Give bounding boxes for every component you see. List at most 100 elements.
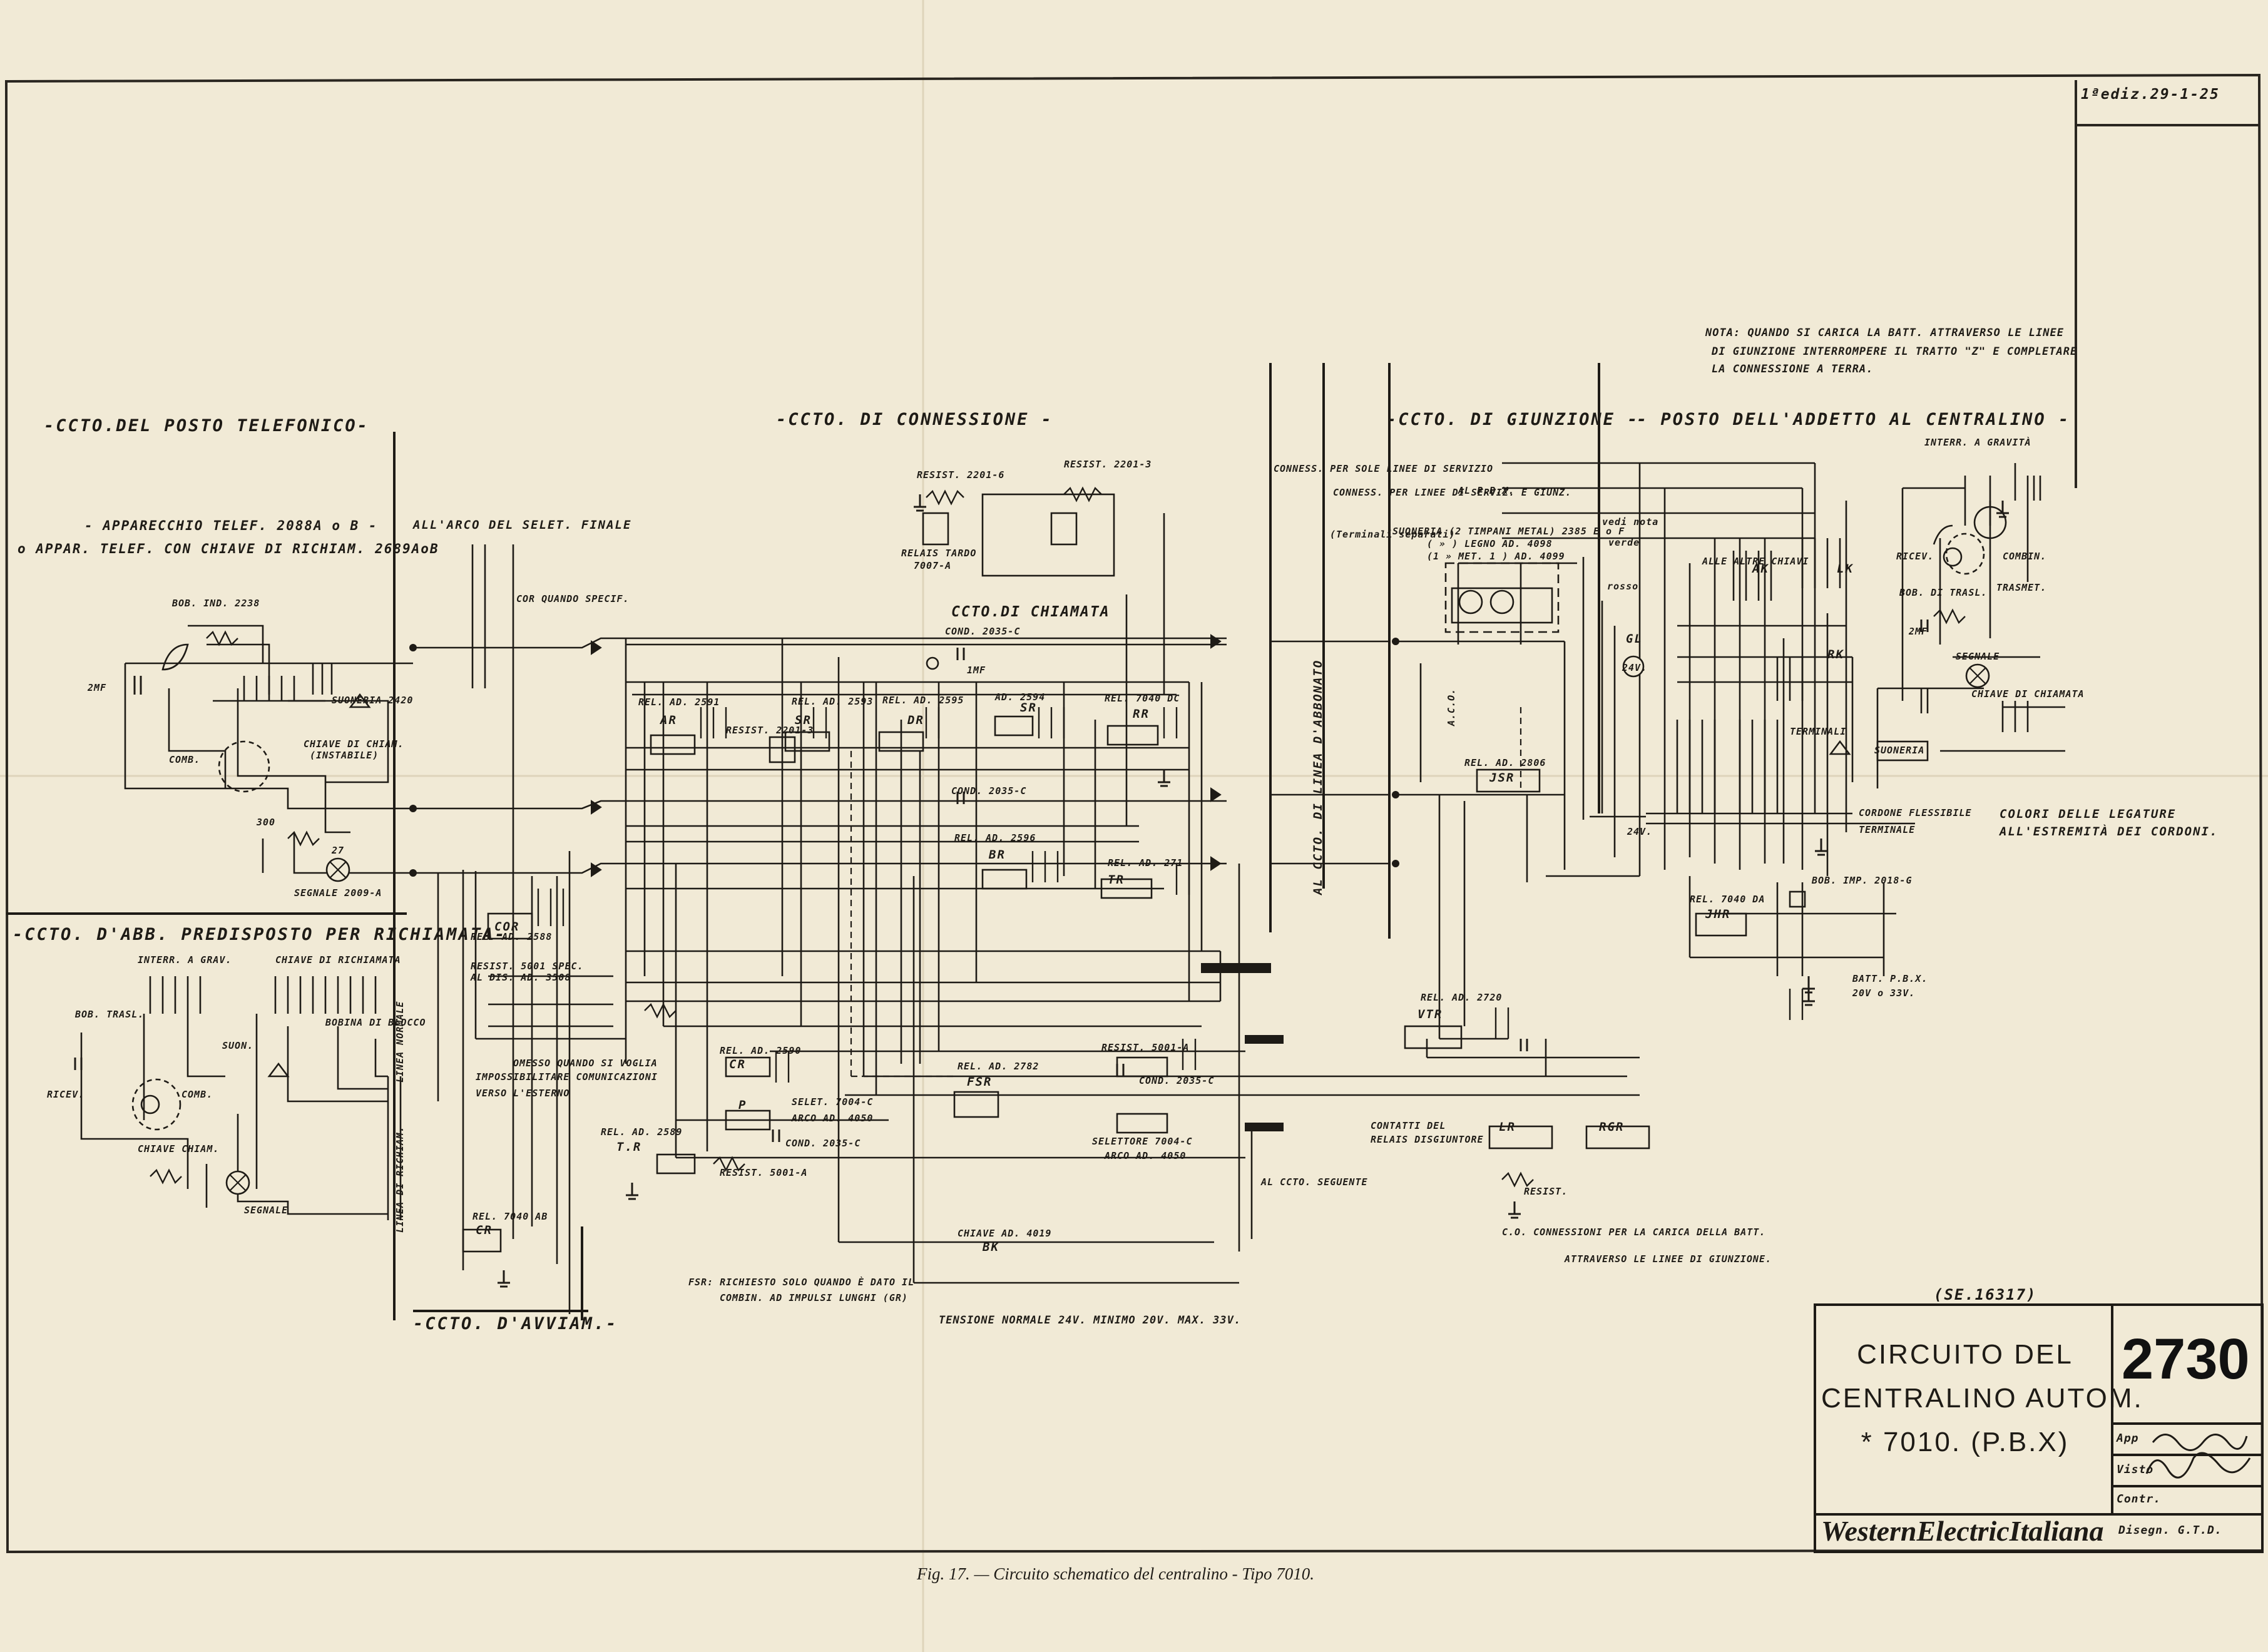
resistor-27-label: 27: [332, 845, 345, 856]
section-posto-telefonico: -CCTO.DEL POSTO TELEFONICO-: [44, 416, 369, 436]
resist-5001-label: RESIST. 5001 SPEC.: [471, 961, 584, 972]
relay-tr-2: T.R: [616, 1140, 642, 1154]
al-dis-label: AL DIS. AD. 3508: [471, 972, 571, 983]
serial-number: (SE.16317): [1934, 1286, 2037, 1303]
resistors: [150, 486, 1966, 1188]
resist-5001a-b-label: RESIST. 5001-A: [1101, 1042, 1190, 1053]
rel-cor-label: REL. AD. 2588: [471, 931, 553, 942]
colori-line-2: ALL'ESTREMITÀ DEI CORDONI.: [2000, 825, 2219, 839]
note-line-1: NOTA: QUANDO SI CARICA LA BATT. ATTRAVER…: [1705, 327, 2064, 339]
jacks: [409, 634, 1399, 1131]
chiave-cham2-label: CHIAVE CHIAM.: [138, 1143, 220, 1155]
telephone-sets: [131, 506, 2007, 1131]
rel-2782-label: REL. AD. 2782: [958, 1061, 1040, 1072]
section-avviamento: -CCTO. D'AVVIAM.-: [413, 1314, 618, 1333]
relay-sr-2: SR: [1020, 701, 1037, 715]
key-springs: [149, 463, 2041, 1014]
suoneria-label: SUONERIA: [1874, 745, 1925, 756]
drawing-number: 2730: [2122, 1327, 2250, 1391]
bob-trasl-label: BOB. TRASL.: [75, 1009, 145, 1020]
title-line-2: CENTRALINO AUTOM.: [1821, 1383, 2143, 1414]
relay-p: P: [738, 1098, 747, 1112]
relais-tardo-code: 7007-A: [914, 560, 952, 571]
cond-2035-mid-label: COND. 2035-C: [951, 785, 1027, 797]
relay-bk: BK: [983, 1240, 999, 1254]
section-giunzione: -CCTO. DI GIUNZIONE -: [1386, 410, 1640, 429]
app-label: App: [2117, 1432, 2139, 1445]
apparecchio-line-1: - APPARECCHIO TELEF. 2088A o B -: [84, 518, 378, 533]
relay-cr: CR: [729, 1058, 746, 1071]
suoneria-met-label: (1 » MET. 1 ) AD. 4099: [1427, 551, 1565, 562]
relay-rr: RR: [1133, 707, 1150, 721]
relay-dr: DR: [907, 713, 924, 727]
relay-lr: LR: [1499, 1120, 1516, 1134]
comb-label: COMB.: [169, 754, 201, 765]
bobina-blocco-label: BOBINA DI BLOCCO: [325, 1017, 426, 1028]
conness-sole-label: CONNESS. PER SOLE LINEE DI SERVIZIO: [1274, 463, 1494, 474]
resist-2201-6-label: RESIST. 2201-6: [917, 469, 1005, 481]
ricev-2-label: RICEV.: [1896, 551, 1934, 562]
v24-label-2: 24V.: [1627, 826, 1653, 837]
contatti-del-label: CONTATTI DEL: [1371, 1120, 1446, 1131]
relay-jsr: JSR: [1489, 771, 1515, 785]
rel-7040da-label: REL. 7040 DA: [1690, 894, 1765, 905]
imf-label: 1MF: [967, 665, 986, 676]
note-line-3: LA CONNESSIONE A TERRA.: [1712, 363, 1874, 375]
v24-label: 24V.: [1622, 662, 1648, 673]
ccto-chiamata-label: CCTO.DI CHIAMATA: [951, 604, 1110, 620]
lamp-gl: GL: [1626, 632, 1643, 646]
title-block-frame: [1814, 1303, 2264, 1553]
instabile-label: (INSTABILE): [310, 750, 379, 761]
relay-br: BR: [989, 848, 1006, 862]
colori-line-1: COLORI DELLE LEGATURE: [2000, 807, 2177, 821]
relay-cor: COR: [494, 920, 520, 934]
omesso-line-2: IMPOSSIBILITARE COMUNICAZIONI: [476, 1071, 658, 1083]
key-lk: LK: [1837, 562, 1854, 576]
aco-label: A.C.O.: [1446, 688, 1457, 726]
chiave-chiam-label: CHIAVE DI CHIAM.: [304, 738, 404, 750]
key-ak: AK: [1752, 562, 1769, 576]
contr-label: Contr.: [2117, 1492, 2162, 1506]
relay-vtr: VTR: [1418, 1007, 1443, 1021]
visto-label: Visto: [2117, 1463, 2154, 1476]
relay-jhr: JHR: [1705, 907, 1731, 921]
segnale-2-label: SEGNALE: [244, 1205, 289, 1216]
linea-richiam-label: LINEA DI RICHIAM.: [394, 1126, 406, 1233]
suoneria-2420-label: SUONERIA 2420: [332, 695, 414, 706]
linea-normale-label: LINEA NORMALE: [394, 1001, 406, 1083]
verde-label: verde: [1608, 537, 1640, 548]
cond-2035-b-label: COND. 2035-C: [1139, 1075, 1215, 1086]
relay-ar: AR: [660, 713, 677, 727]
relay-sr: SR: [795, 713, 812, 727]
figure-caption: Fig. 17. — Circuito schematico del centr…: [917, 1564, 1314, 1583]
trasmet-label: TRASMET.: [1996, 582, 2047, 593]
relay-cr-2: CR: [476, 1223, 493, 1237]
co-line-2: ATTRAVERSO LE LINEE DI GIUNZIONE.: [1565, 1253, 1772, 1265]
wiring: [80, 462, 2065, 1314]
selettore-label: SELETTORE 7004-C: [1092, 1136, 1193, 1147]
rel-ar-label: REL. AD. 2591: [638, 696, 720, 708]
lamp-crosses: [230, 668, 1986, 1191]
arco2-label: ARCO AD. 4050: [1105, 1150, 1187, 1161]
co-line-1: C.O. CONNESSIONI PER LA CARICA DELLA BAT…: [1502, 1226, 1766, 1238]
vedi-nota-label: vedi nota: [1602, 516, 1659, 528]
chiave-4019-label: CHIAVE AD. 4019: [958, 1228, 1052, 1239]
arco-label: ARCO AD. 4050: [792, 1113, 874, 1124]
relay-springs: [537, 707, 1804, 1083]
ground-symbols: [498, 494, 2009, 1288]
fsr-note-2: COMBIN. AD IMPULSI LUNGHI (GR): [720, 1292, 908, 1303]
resist-label: RESIST.: [1524, 1186, 1568, 1197]
note-line-2: DI GIUNZIONE INTERROMPERE IL TRATTO "Z" …: [1712, 345, 2078, 358]
optional-wiring: [850, 707, 1522, 1078]
relay-coils: [462, 493, 1929, 1253]
apparecchio-line-2: o APPAR. TELEF. CON CHIAVE DI RICHIAM. 2…: [18, 541, 439, 556]
suoneria-timpani-label: SUONERIA (2 TIMPANI METAL) 2385 E o F: [1392, 526, 1625, 537]
edition-date: 1ªediz.29-1-25: [2081, 86, 2220, 103]
conness-linee-label: CONNESS. PER LINEE DI SERVIZ. E GIUNZ.: [1333, 487, 1572, 498]
rel-2806-label: REL. AD. 2806: [1464, 757, 1546, 768]
section-abbonato-predisposto: -CCTO. D'ABB. PREDISPOSTO PER RICHIAMATA…: [13, 925, 507, 944]
capacitor-2mf-label: 2MF: [88, 682, 107, 693]
suoneria-legno-label: ( » ) LEGNO AD. 4098: [1427, 538, 1553, 549]
terminale-label: TERMINALE: [1859, 824, 1916, 835]
